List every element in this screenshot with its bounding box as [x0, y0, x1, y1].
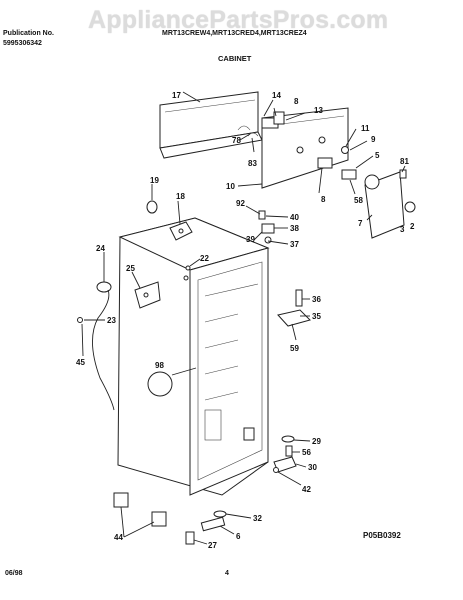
callout-3: 3 — [400, 225, 405, 234]
publication-label: Publication No. — [3, 30, 54, 37]
callout-38: 38 — [290, 224, 299, 233]
callout-5: 5 — [375, 151, 380, 160]
callout-7: 7 — [358, 219, 363, 228]
section-title: CABINET — [218, 54, 252, 63]
leader-lines — [81, 91, 406, 545]
cabinet-body — [117, 217, 270, 496]
callout-8: 8 — [294, 97, 299, 106]
bottom-hinge-parts — [273, 435, 297, 473]
callout-32: 32 — [253, 514, 262, 523]
callout-11: 11 — [361, 124, 370, 133]
model-numbers: MRT13CREW4,MRT13CRED4,MRT13CREZ4 — [162, 30, 307, 37]
callout-37: 37 — [290, 240, 299, 249]
callout-29: 29 — [312, 437, 321, 446]
callout-98: 98 — [155, 361, 164, 370]
watermark-logo: AppliancePartsPros.com — [88, 6, 389, 34]
publication-number: 5995306342 — [3, 40, 42, 47]
callout-44: 44 — [114, 533, 123, 542]
leveler-parts — [113, 492, 227, 545]
callout-30: 30 — [308, 463, 317, 472]
callout-14: 14 — [272, 91, 281, 100]
callout-40: 40 — [290, 213, 299, 222]
callout-17: 17 — [172, 91, 181, 100]
callout-18: 18 — [176, 192, 185, 201]
callout-83: 83 — [248, 159, 257, 168]
drain-tube-part — [77, 281, 115, 411]
hinge-bracket-part — [237, 111, 285, 137]
callout-39: 39 — [246, 235, 255, 244]
callout-78: 78 — [232, 136, 241, 145]
callout-59: 59 — [290, 344, 299, 353]
callout-19: 19 — [150, 176, 159, 185]
door-stop-parts — [277, 289, 311, 327]
callout-6: 6 — [236, 532, 241, 541]
thermostat-part — [317, 146, 357, 180]
callout-labels: 17 14 8 13 11 9 5 81 78 83 10 8 58 7 3 2… — [76, 91, 415, 550]
footer-date: 06/98 — [5, 570, 23, 577]
callout-81: 81 — [400, 157, 409, 166]
page-number: 4 — [225, 570, 229, 577]
callout-58: 58 — [354, 196, 363, 205]
callout-24: 24 — [96, 244, 105, 253]
callout-13: 13 — [314, 106, 323, 115]
light-housing-part — [364, 169, 416, 239]
callout-22: 22 — [200, 254, 209, 263]
callout-2: 2 — [410, 222, 415, 231]
top-cover-part — [159, 91, 263, 159]
top-hinge-part — [169, 221, 193, 241]
callout-25: 25 — [126, 264, 135, 273]
callout-92: 92 — [236, 199, 245, 208]
callout-35: 35 — [312, 312, 321, 321]
callout-45: 45 — [76, 358, 85, 367]
callout-36: 36 — [312, 295, 321, 304]
callout-10: 10 — [226, 182, 235, 191]
callout-56: 56 — [302, 448, 311, 457]
callout-23: 23 — [107, 316, 116, 325]
callout-27: 27 — [208, 541, 217, 550]
diagram-ref-code: P05B0392 — [363, 531, 401, 540]
side-plate-part — [134, 281, 161, 309]
callout-8b: 8 — [321, 195, 326, 204]
callout-9: 9 — [371, 135, 376, 144]
round-plug-part — [147, 371, 173, 397]
callout-42: 42 — [302, 485, 311, 494]
